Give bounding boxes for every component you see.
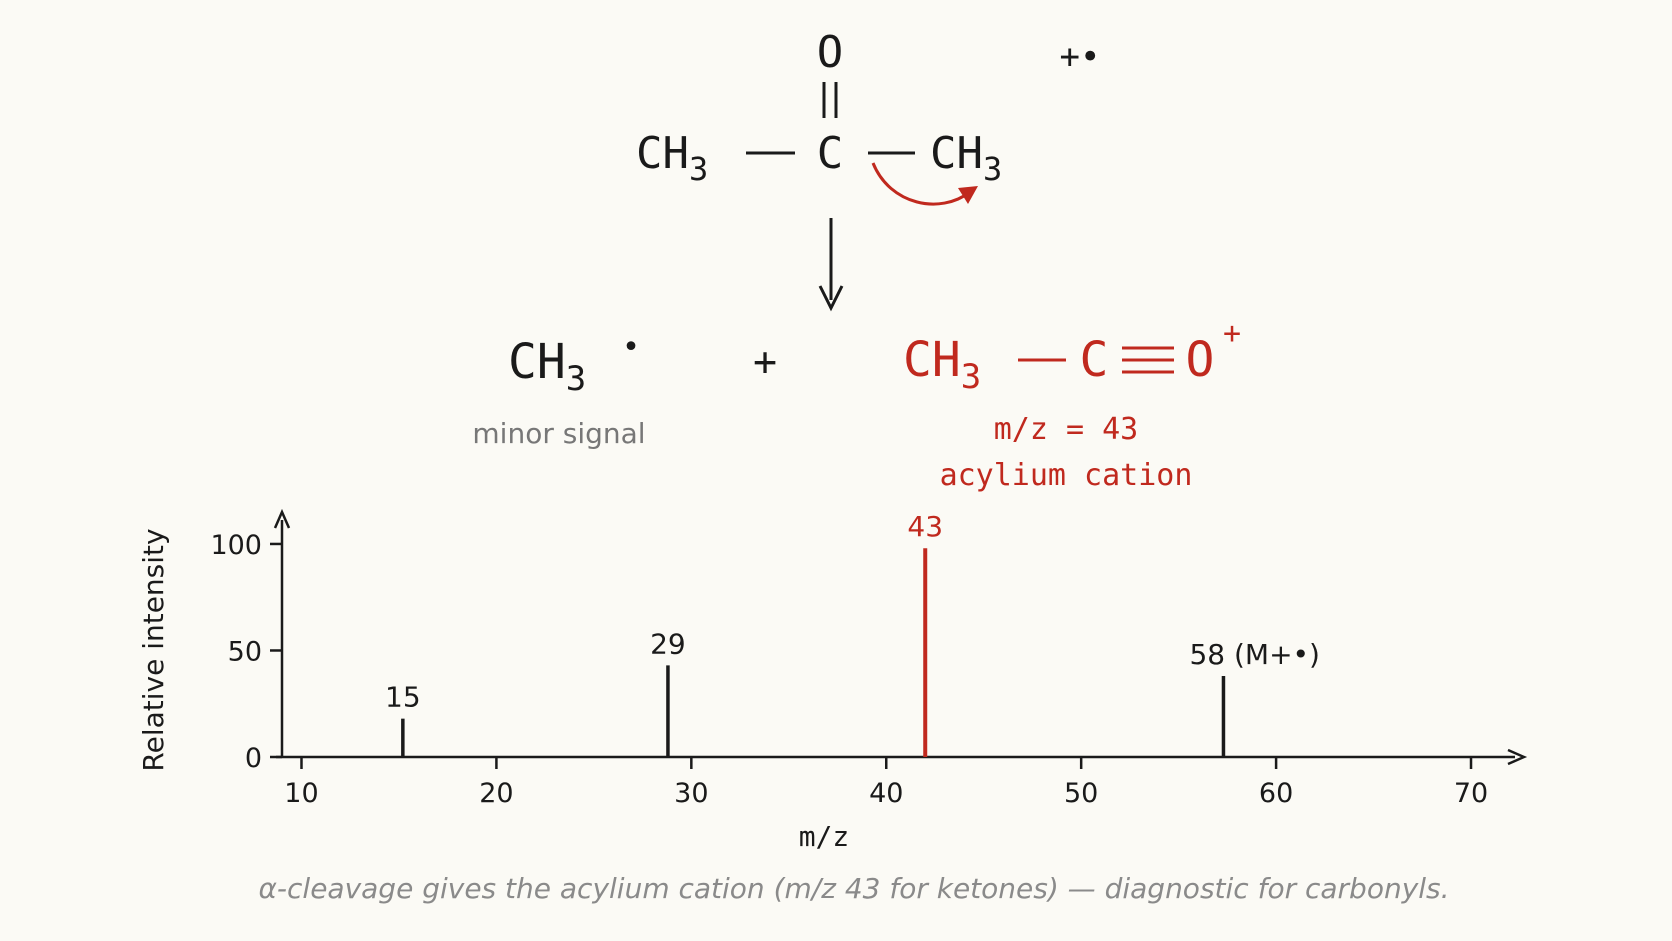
acylium-mz-label: m/z = 43 (994, 412, 1139, 447)
peaks: 15 29 43 58 (M+•) (385, 510, 1320, 757)
acylium-oxygen: O (1186, 332, 1215, 388)
peak-label-43: 43 (907, 510, 943, 543)
reactant-carbonyl-carbon: C (817, 128, 844, 179)
x-tick-label: 20 (479, 778, 513, 809)
y-axis-label: Relative intensity (137, 528, 170, 771)
y-tick-label: 50 (228, 636, 262, 667)
x-tick-label: 40 (869, 778, 903, 809)
acylium-carbon: C (1080, 332, 1109, 388)
x-tick-label: 30 (674, 778, 708, 809)
x-tick-label: 60 (1259, 778, 1293, 809)
cleavage-curved-arrow (871, 162, 971, 206)
x-axis-label: m/z (799, 820, 850, 853)
reactant-left-methyl: CH3 (636, 128, 708, 188)
mass-spectrum-chart: 0 50 100 10 20 30 40 50 60 70 15 29 43 58 (M+•) m/z… (137, 508, 1528, 853)
peak-label-29: 29 (650, 627, 686, 660)
x-axis-arrowhead (1507, 748, 1528, 766)
peak-label-58: 58 (M+•) (1189, 638, 1320, 671)
figure-caption: α-cleavage gives the acylium cation (m/z… (258, 872, 1449, 905)
x-tick-label: 50 (1064, 778, 1098, 809)
acylium-charge: + (1223, 316, 1241, 351)
methyl-radical-dot: • (622, 330, 640, 365)
radical-cation-charge: +• (1060, 37, 1101, 77)
x-tick-label: 70 (1454, 778, 1488, 809)
reactant-structure: O CH3 C CH3 +• (636, 27, 1100, 188)
reaction-arrowhead (818, 285, 844, 312)
y-tick-label: 0 (245, 743, 262, 774)
methyl-radical-formula: CH3 (508, 334, 586, 399)
y-tick-label: 100 (210, 530, 262, 561)
acylium-cation-product: CH3 C O + m/z = 43 acylium cation (903, 316, 1241, 493)
cleavage-arrowhead (958, 186, 978, 204)
minor-signal-note: minor signal (472, 417, 645, 450)
acylium-methyl: CH3 (903, 332, 981, 397)
x-ticks: 10 20 30 40 50 60 70 (284, 757, 1488, 809)
x-tick-label: 10 (284, 778, 318, 809)
reactant-right-methyl: CH3 (930, 128, 1002, 188)
products-plus: + (753, 339, 777, 385)
acylium-name: acylium cation (940, 458, 1193, 493)
y-axis-arrowhead (273, 508, 291, 529)
peak-label-15: 15 (385, 681, 421, 714)
reactant-oxygen: O (817, 27, 844, 78)
methyl-radical-product: CH3 • minor signal (472, 330, 645, 450)
y-ticks: 0 50 100 (210, 530, 282, 774)
